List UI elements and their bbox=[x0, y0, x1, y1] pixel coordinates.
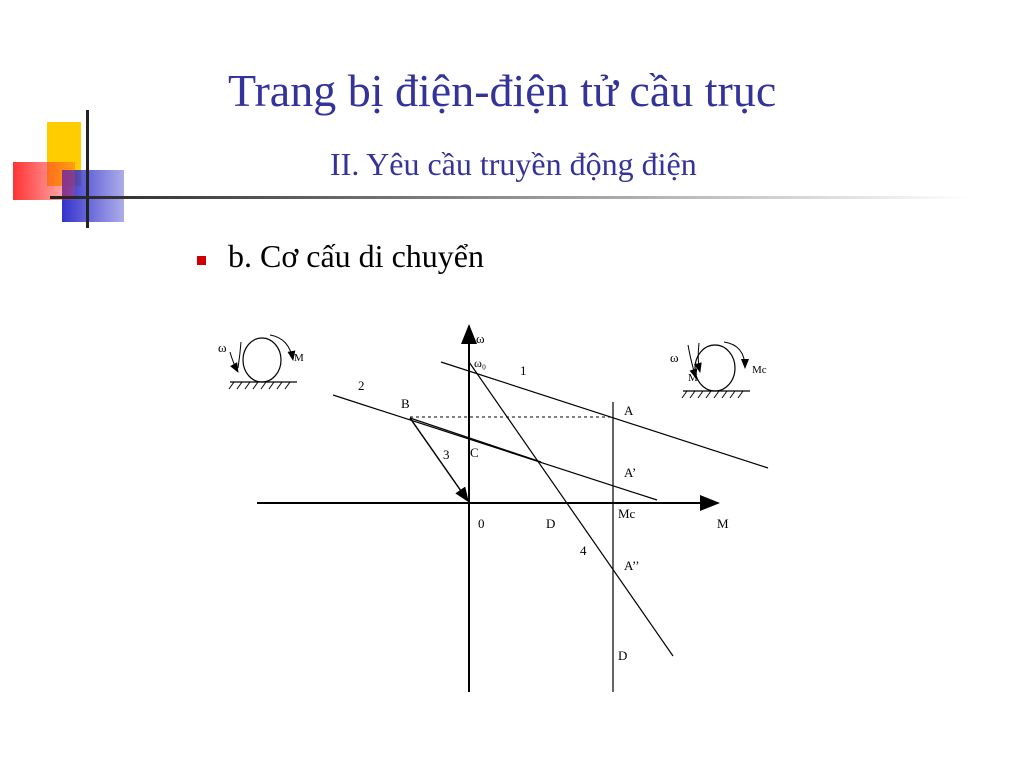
point-A2-label: A’’ bbox=[624, 558, 640, 573]
line-4-label: 4 bbox=[580, 543, 587, 558]
point-B-label: B bbox=[401, 396, 410, 411]
point-D-bottom-label: D bbox=[618, 648, 627, 663]
origin-label: 0 bbox=[478, 516, 485, 531]
line-2-label: 2 bbox=[358, 378, 365, 393]
point-C-label: C bbox=[470, 445, 479, 460]
right-wheel-M-label: M bbox=[688, 372, 698, 384]
bullet-marker bbox=[197, 256, 206, 265]
omega-axis-label: ω bbox=[476, 331, 485, 346]
line-3-label: 3 bbox=[443, 447, 450, 462]
slide-title: Trang bị điện-điện tử cầu trục bbox=[228, 65, 777, 116]
left-wheel-omega-label: ω bbox=[218, 340, 227, 355]
omega0-label: ω₀ bbox=[474, 356, 486, 370]
line-1-label: 1 bbox=[520, 363, 527, 378]
point-A1-label: A’ bbox=[624, 465, 636, 480]
bullet-text: b. Cơ cấu di chuyển bbox=[228, 238, 484, 274]
corner-decoration bbox=[13, 110, 970, 228]
left-wheel-M-label: M bbox=[294, 352, 304, 364]
right-wheel-sketch: ω M Mc bbox=[670, 341, 767, 399]
characteristic-line-4 bbox=[468, 361, 674, 657]
point-D-axis-label: D bbox=[546, 516, 555, 531]
right-wheel-omega-label: ω bbox=[670, 350, 679, 365]
characteristic-line-3 bbox=[409, 417, 469, 503]
left-wheel-sketch: ω M bbox=[218, 334, 304, 390]
point-A-label: A bbox=[624, 403, 634, 418]
right-wheel-Mc-label: Mc bbox=[752, 364, 767, 376]
characteristic-line-1 bbox=[440, 361, 769, 469]
Mc-axis-label: Mc bbox=[618, 506, 636, 521]
segment-B-line bbox=[409, 417, 542, 463]
M-axis-label: M bbox=[717, 516, 729, 531]
slide-subtitle: II. Yêu cầu truyền động điện bbox=[330, 146, 697, 182]
characteristic-line-2 bbox=[332, 394, 658, 501]
